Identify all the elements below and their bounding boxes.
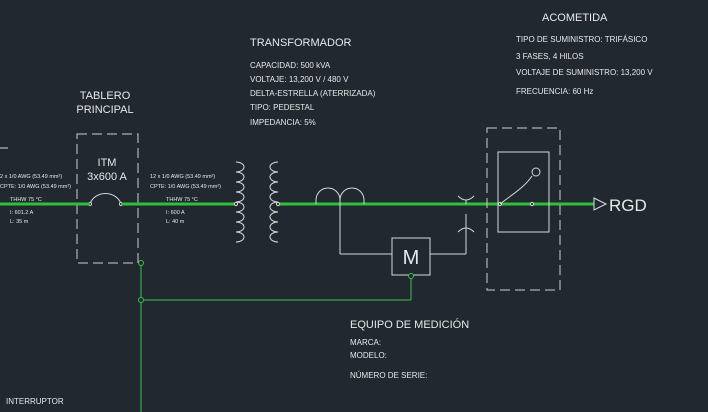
tablero-enclosure — [76, 133, 139, 264]
ground-node-2 — [138, 297, 144, 303]
cable-right-line-5: L: 40 m — [166, 219, 185, 225]
transformador-line-1: CAPACIDAD: 500 kVA — [250, 61, 331, 70]
tablero-title-1: TABLERO — [80, 90, 131, 102]
medicion-line-3: NÚMERO DE SERIE: — [350, 371, 427, 380]
acometida-enclosure — [486, 127, 561, 291]
acometida-line-1: TIPO DE SUMINISTRO: TRIFÁSICO — [516, 35, 647, 44]
tablero-block: TABLERO PRINCIPAL ITM 3x600 A — [76, 90, 139, 264]
equipo-medicion-block: EQUIPO DE MEDICIÓN MARCA: MODELO: NÚMERO… — [350, 318, 469, 380]
cable-left-line-3: THHW 75 °C — [10, 197, 42, 203]
medicion-line-2: MODELO: — [350, 351, 387, 360]
utility-switch-pivot — [531, 167, 541, 177]
utility-terminal-right — [529, 201, 535, 207]
cable-left-line-4: I: 601.2 A — [10, 210, 34, 216]
pt-upper-arc — [457, 195, 475, 201]
itm-label-2: 3x600 A — [87, 171, 127, 183]
transformer-secondary-coil — [269, 161, 279, 243]
transformer-symbol — [235, 161, 279, 243]
utility-switch-blade — [499, 175, 533, 205]
cable-left-line-1: 2 x 1/0 AWG (53.49 mm²) — [0, 174, 62, 180]
transformador-title: TRANSFORMADOR — [250, 37, 352, 49]
ground-node-3 — [408, 273, 414, 279]
bus-terminal-2 — [275, 201, 281, 207]
transformador-line-4: TIPO: PEDESTAL — [250, 103, 315, 112]
cable-right-line-2: CPTE: 1/0 AWG (53.49 mm²) — [150, 184, 221, 190]
bus-terminal-1 — [233, 201, 239, 207]
acometida-line-2: 3 FASES, 4 HILOS — [516, 52, 584, 61]
transformador-block: TRANSFORMADOR CAPACIDAD: 500 kVA VOLTAJE… — [250, 37, 376, 127]
transformador-line-3: DELTA-ESTRELLA (ATERRIZADA) — [250, 89, 376, 98]
medicion-title: EQUIPO DE MEDICIÓN — [350, 318, 469, 331]
current-transformer-1 — [315, 187, 341, 204]
interruptor-label: INTERRUPTOR — [6, 397, 64, 406]
cable-right-line-1: 12 x 1/0 AWG (53.49 mm²) — [150, 174, 215, 180]
cable-right-line-4: I: 600 A — [166, 210, 185, 216]
ground-node-1 — [138, 260, 144, 266]
current-transformer-2 — [339, 187, 365, 204]
transformador-line-2: VOLTAJE: 13,200 V / 480 V — [250, 75, 349, 84]
cable-left-line-2: CPTE: 1/0 AWG (53.49 mm²) — [0, 184, 71, 190]
itm-label-1: ITM — [98, 157, 117, 169]
cable-right-line-3: THHW 75 °C — [166, 197, 198, 203]
itm-breaker-arc — [89, 193, 122, 205]
cable-left-annotation: 2 x 1/0 AWG (53.49 mm²) CPTE: 1/0 AWG (5… — [0, 174, 71, 225]
acometida-line-3: VOLTAJE DE SUMINISTRO: 13,200 V — [516, 68, 653, 77]
cable-right-annotation: 12 x 1/0 AWG (53.49 mm²) CPTE: 1/0 AWG (… — [150, 174, 221, 225]
medicion-line-1: MARCA: — [350, 338, 381, 347]
transformer-primary-coil — [235, 161, 245, 243]
acometida-enclosure-border — [486, 127, 561, 291]
pt-lower-arc — [457, 227, 475, 233]
cable-left-line-5: L: 35 m — [10, 219, 29, 225]
rgd-label: RGD — [609, 196, 647, 215]
transformador-line-5: IMPEDANCIA: 5% — [250, 118, 316, 127]
rgd-arrow-icon — [593, 197, 608, 211]
potential-transformer — [457, 195, 475, 233]
acometida-title: ACOMETIDA — [542, 12, 608, 24]
tablero-title-2: PRINCIPAL — [76, 104, 133, 116]
meter-symbol: M — [403, 247, 420, 269]
acometida-block: ACOMETIDA TIPO DE SUMINISTRO: TRIFÁSICO … — [516, 12, 653, 96]
ground-network — [138, 260, 414, 412]
utility-meter-box — [497, 151, 550, 233]
acometida-line-4: FRECUENCIA: 60 Hz — [516, 87, 593, 96]
